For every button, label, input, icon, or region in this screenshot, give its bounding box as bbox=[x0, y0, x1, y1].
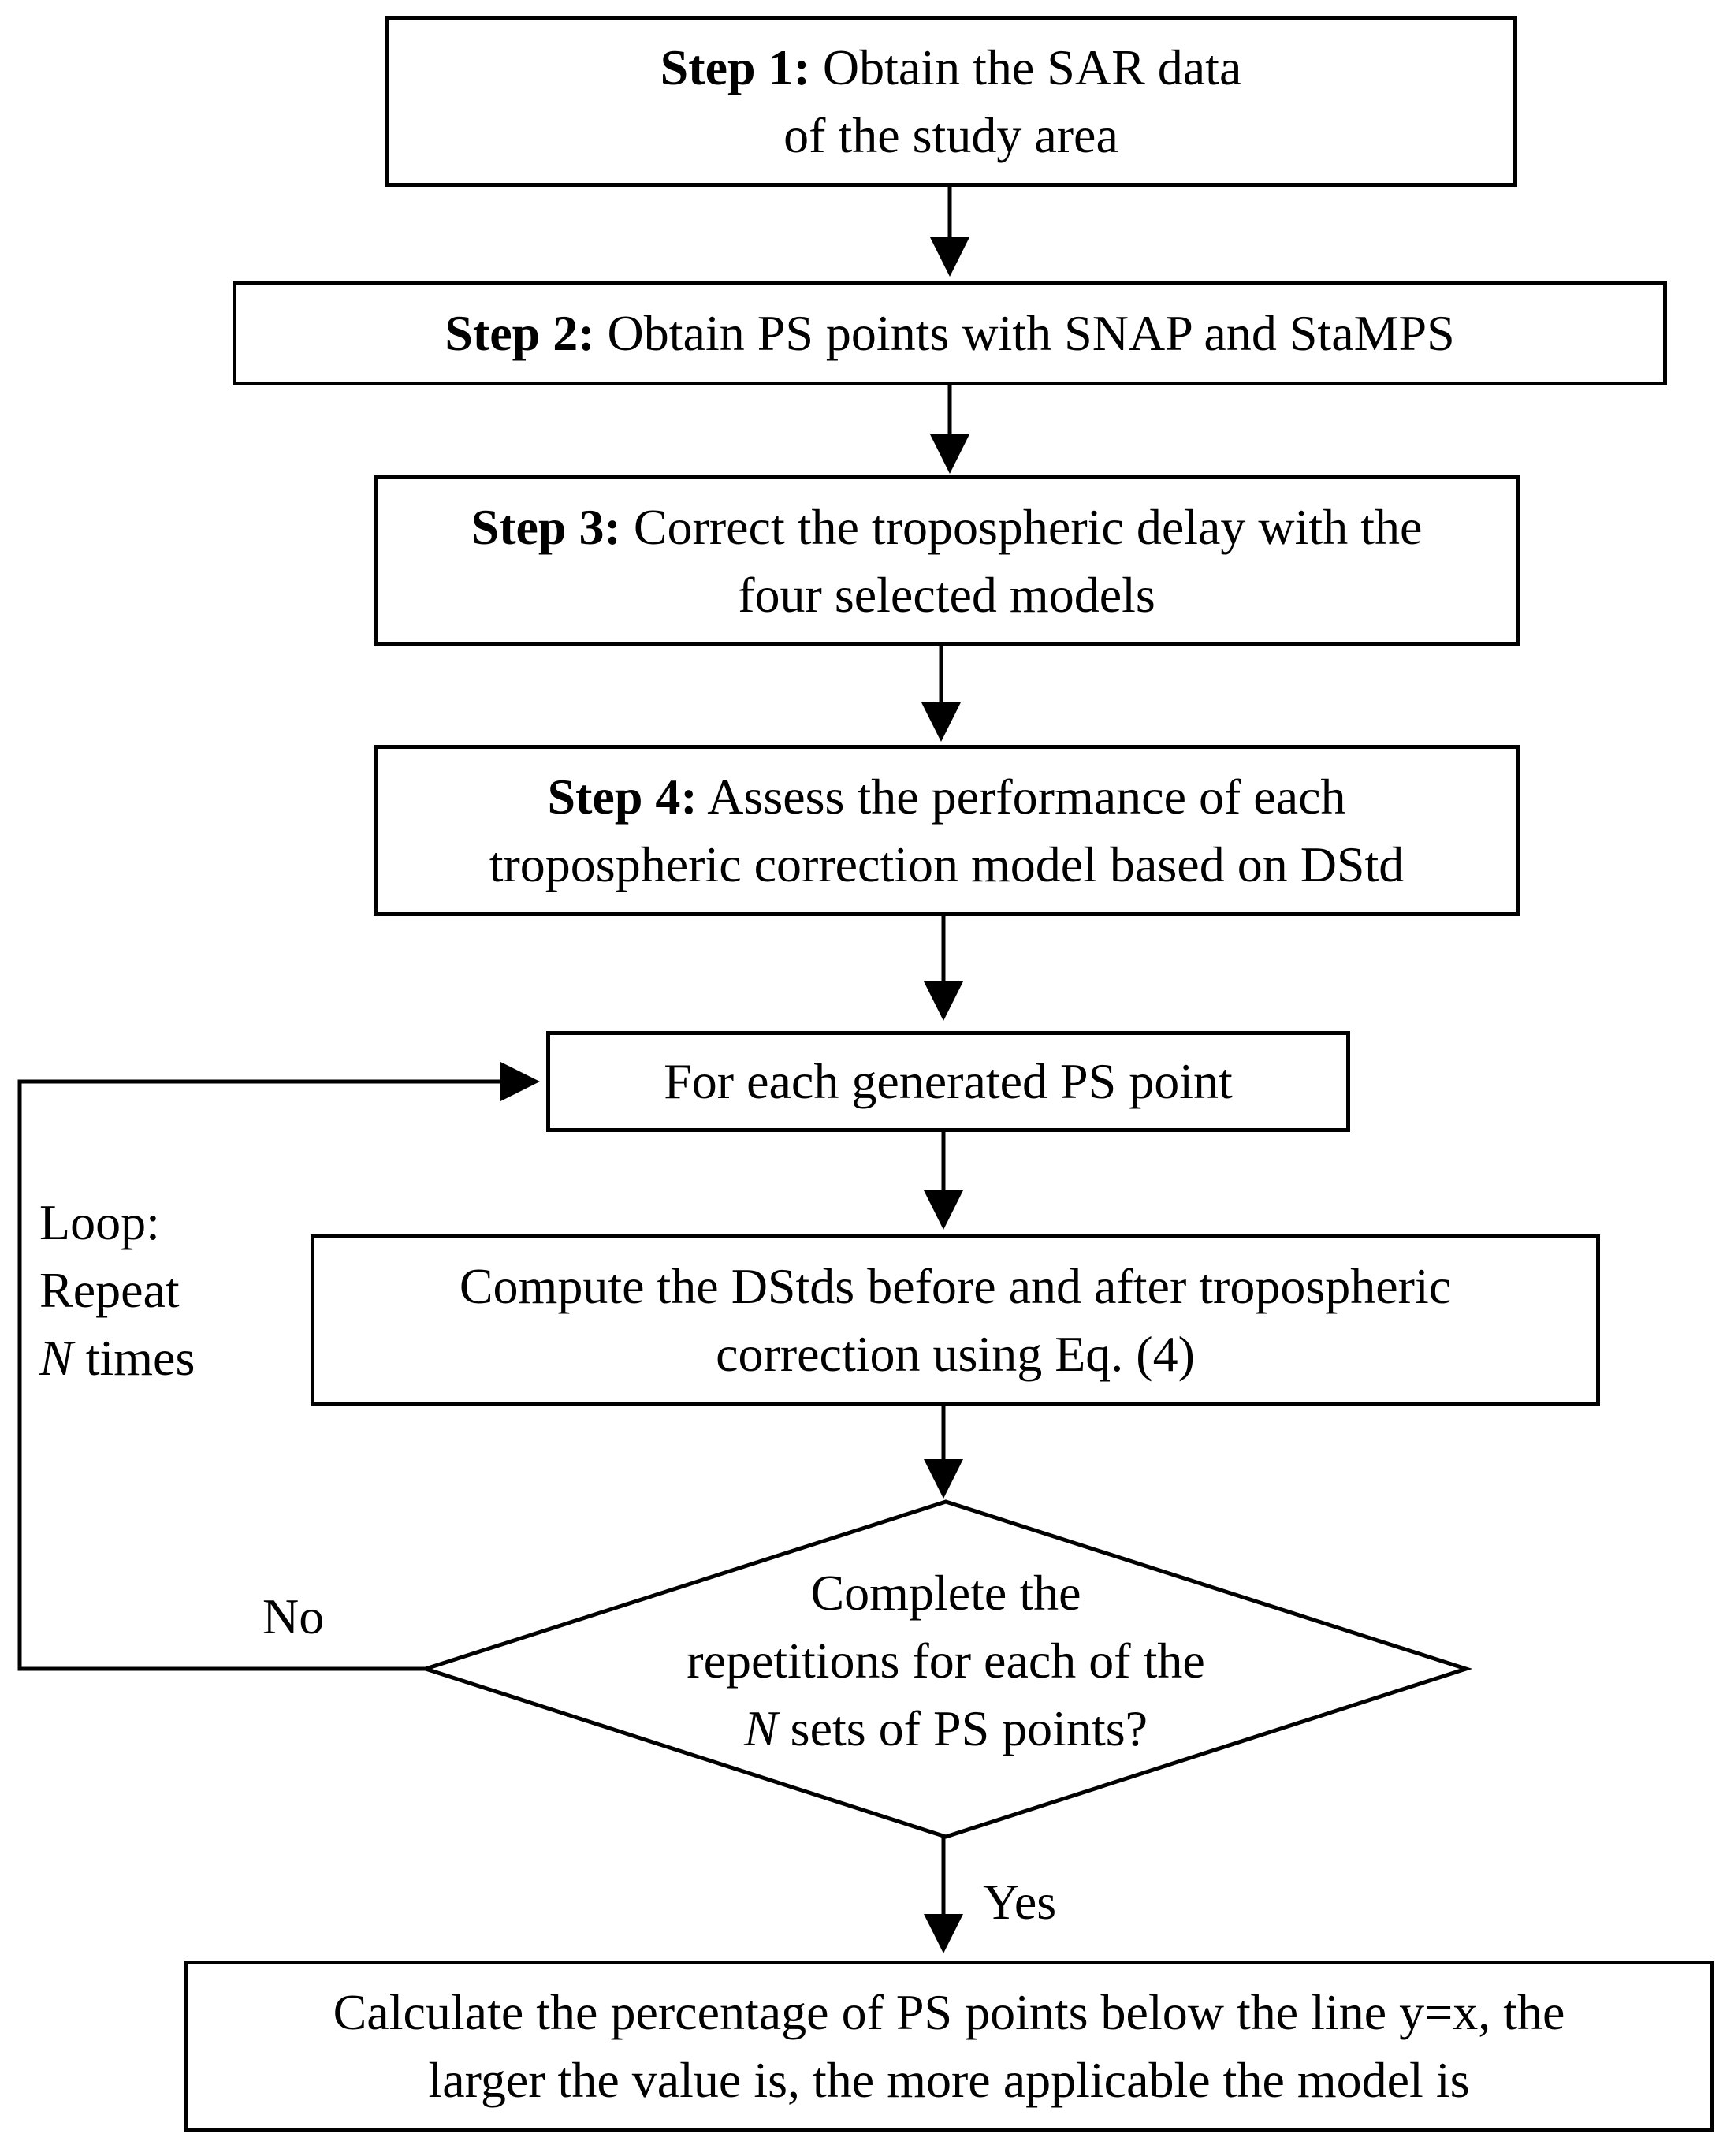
step2-label: Step 2: bbox=[445, 304, 595, 361]
loop-label: Loop: Repeat N times bbox=[39, 1189, 195, 1392]
decision-line3: sets of PS points? bbox=[777, 1700, 1148, 1756]
step1-line2: of the study area bbox=[783, 106, 1118, 163]
step4-line2: tropospheric correction model based on D… bbox=[489, 836, 1405, 892]
decision-line2: repetitions for each of the bbox=[687, 1633, 1205, 1689]
for-each-box: For each generated PS point bbox=[546, 1031, 1350, 1132]
step1-box: Step 1: Obtain the SAR data of the study… bbox=[385, 16, 1517, 187]
yes-label: Yes bbox=[983, 1874, 1057, 1930]
loop-label-line3: times bbox=[73, 1330, 195, 1386]
loop-label-n: N bbox=[39, 1330, 73, 1386]
step1-line1: Obtain the SAR data bbox=[809, 39, 1242, 95]
loop-back-arrow bbox=[17, 1062, 540, 1671]
step3-label: Step 3: bbox=[471, 498, 621, 555]
compute-line2: correction using Eq. (4) bbox=[716, 1325, 1195, 1382]
step4-label: Step 4: bbox=[547, 768, 698, 825]
final-line1: Calculate the percentage of PS points be… bbox=[333, 1983, 1565, 2040]
loop-label-line1: Loop: bbox=[39, 1194, 160, 1250]
final-line2: larger the value is, the more applicable… bbox=[428, 2051, 1470, 2108]
decision-diamond bbox=[419, 1499, 1473, 1839]
step2-text: Obtain PS points with SNAP and StaMPS bbox=[594, 304, 1455, 361]
step3-line2: four selected models bbox=[738, 566, 1155, 623]
no-label: No bbox=[262, 1588, 325, 1644]
step4-line1: Assess the performance of each bbox=[697, 768, 1346, 825]
for-each-text: For each generated PS point bbox=[664, 1053, 1233, 1109]
final-box: Calculate the percentage of PS points be… bbox=[184, 1961, 1714, 2132]
step1-label: Step 1: bbox=[660, 39, 810, 95]
compute-line1: Compute the DStds before and after tropo… bbox=[459, 1257, 1452, 1314]
step2-box: Step 2: Obtain PS points with SNAP and S… bbox=[233, 281, 1667, 385]
loop-label-line2: Repeat bbox=[39, 1262, 180, 1318]
decision-line1: Complete the bbox=[810, 1565, 1081, 1621]
compute-box: Compute the DStds before and after tropo… bbox=[311, 1234, 1600, 1406]
decision-n: N bbox=[743, 1700, 778, 1756]
step3-line1: Correct the tropospheric delay with the bbox=[620, 498, 1423, 555]
step4-box: Step 4: Assess the performance of each t… bbox=[374, 745, 1520, 916]
decision-text: Complete the repetitions for each of the… bbox=[583, 1559, 1308, 1763]
step3-box: Step 3: Correct the tropospheric delay w… bbox=[374, 475, 1520, 646]
